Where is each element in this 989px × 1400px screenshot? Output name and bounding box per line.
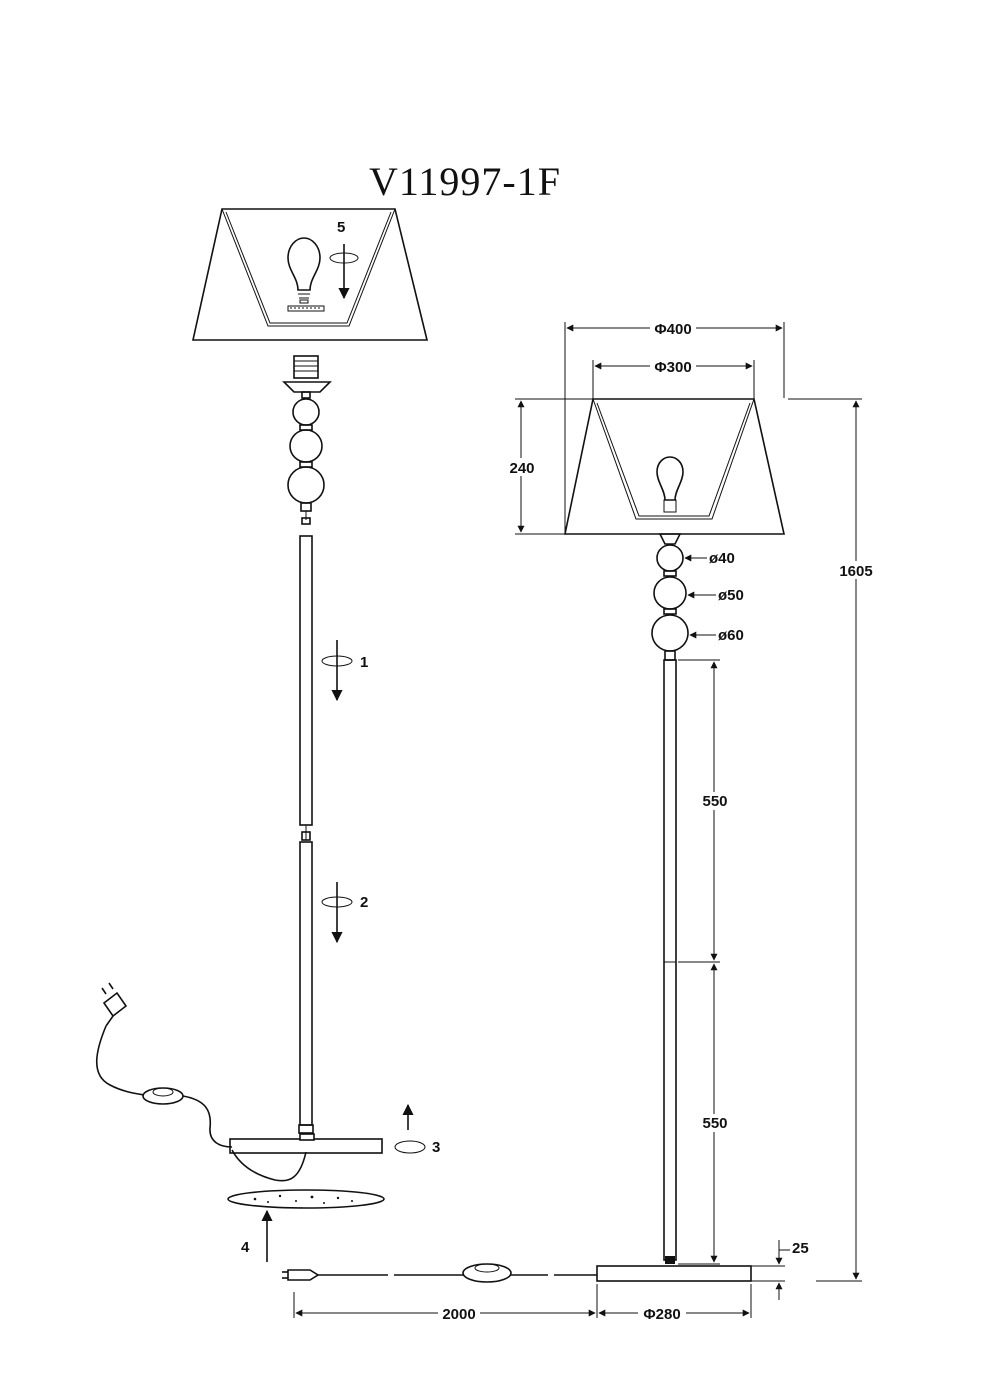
step-3-indicator: 3 bbox=[394, 1103, 440, 1156]
assembled-pole bbox=[663, 659, 677, 1264]
dimensioned-view: Φ400 Φ300 240 ø40 ø50 ø60 bbox=[282, 319, 876, 1323]
exploded-ball-stack bbox=[287, 391, 325, 525]
dim-shade-height: 240 bbox=[506, 398, 593, 535]
dim-ball-large-label: ø60 bbox=[718, 627, 744, 644]
step-5-label: 5 bbox=[337, 219, 345, 236]
dim-base-thickness: 25 bbox=[751, 1240, 809, 1300]
dim-base-thickness-label: 25 bbox=[792, 1240, 809, 1257]
dim-cable-length-label: 2000 bbox=[442, 1306, 475, 1323]
step-2-indicator: 2 bbox=[321, 882, 368, 944]
exploded-socket bbox=[282, 355, 332, 393]
assembled-base bbox=[596, 1265, 752, 1282]
model-title: V11997-1F bbox=[369, 159, 561, 204]
step-5-indicator: 5 bbox=[329, 219, 359, 300]
step-2-label: 2 bbox=[360, 894, 368, 911]
dim-shade-bottom: Φ400 bbox=[564, 319, 785, 534]
dim-ball-small-label: ø40 bbox=[709, 550, 735, 567]
dim-bottom: 2000 Φ280 bbox=[293, 1284, 752, 1323]
step-4-label: 4 bbox=[241, 1239, 250, 1256]
assembled-ball-stack bbox=[651, 533, 689, 661]
exploded-lower-pole bbox=[298, 841, 314, 1134]
dim-shade-top-label: Φ300 bbox=[654, 359, 691, 376]
dim-total-height: 1605 bbox=[788, 398, 876, 1282]
assembled-power-cable bbox=[282, 1263, 597, 1283]
dim-pole-lower-label: 550 bbox=[702, 1115, 727, 1132]
step-1-indicator: 1 bbox=[321, 640, 368, 702]
assembled-shade bbox=[564, 398, 785, 535]
exploded-base bbox=[229, 1133, 383, 1154]
plug-icon bbox=[101, 982, 128, 1027]
exploded-shade bbox=[192, 208, 429, 341]
exploded-upper-pole bbox=[299, 535, 313, 841]
step-3-label: 3 bbox=[432, 1139, 440, 1156]
dim-pole-upper-label: 550 bbox=[702, 793, 727, 810]
dim-shade-top: Φ300 bbox=[592, 357, 755, 399]
exploded-view: 5 bbox=[96, 208, 440, 1262]
dim-base-diameter-label: Φ280 bbox=[643, 1306, 680, 1323]
dim-pole-sections: 550 550 bbox=[678, 659, 731, 1265]
step-4-indicator: 4 bbox=[241, 1209, 273, 1262]
exploded-felt-pad bbox=[227, 1189, 385, 1209]
dim-shade-bottom-label: Φ400 bbox=[654, 321, 691, 338]
dim-total-height-label: 1605 bbox=[839, 563, 872, 580]
dim-shade-height-label: 240 bbox=[509, 460, 534, 477]
dim-ball-medium-label: ø50 bbox=[718, 587, 744, 604]
foot-switch-icon bbox=[142, 1087, 184, 1105]
dim-balls: ø40 ø50 ø60 bbox=[684, 550, 744, 644]
exploded-power-cable bbox=[96, 982, 307, 1182]
step-1-label: 1 bbox=[360, 654, 368, 671]
bulb-icon bbox=[287, 237, 321, 304]
